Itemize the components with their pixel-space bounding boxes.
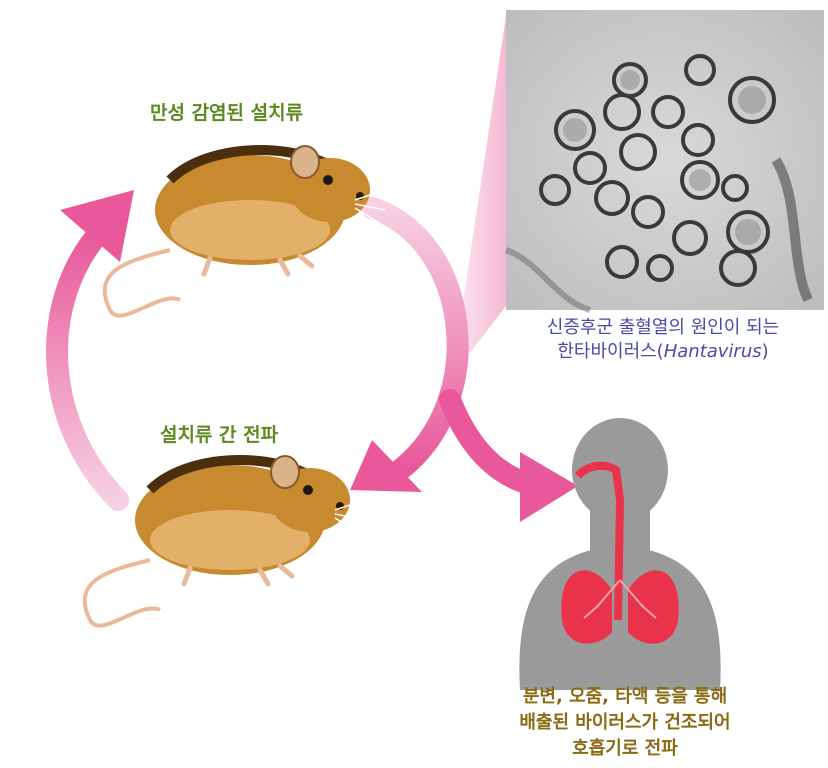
virus-caption-line1: 신증후군 출혈열의 원인이 되는 <box>500 316 826 340</box>
human-caption-line1: 분변, 오줌, 타액 등을 통해 <box>440 684 810 710</box>
human-caption-line2: 배출된 바이러스가 건조되어 <box>440 710 810 736</box>
label-rodent-transmission: 설치류 간 전파 <box>160 420 278 447</box>
rodent-icon <box>85 456 365 626</box>
human-lungs-icon <box>519 418 720 690</box>
virus-caption-line2: 한타바이러스(Hantavirus) <box>500 340 826 364</box>
human-transmission-caption: 분변, 오줌, 타액 등을 통해 배출된 바이러스가 건조되어 호흡기로 전파 <box>440 684 810 762</box>
label-chronic-infected-rodent: 만성 감염된 설치류 <box>150 98 303 125</box>
rodent-icon <box>105 146 385 316</box>
arrow-bottom-to-top <box>57 190 134 500</box>
virus-micrograph <box>506 10 824 310</box>
arrow-top-to-bottom <box>350 208 458 492</box>
arrow-to-human <box>450 400 578 522</box>
virus-caption: 신증후군 출혈열의 원인이 되는 한타바이러스(Hantavirus) <box>500 316 826 364</box>
human-caption-line3: 호흡기로 전파 <box>440 736 810 762</box>
